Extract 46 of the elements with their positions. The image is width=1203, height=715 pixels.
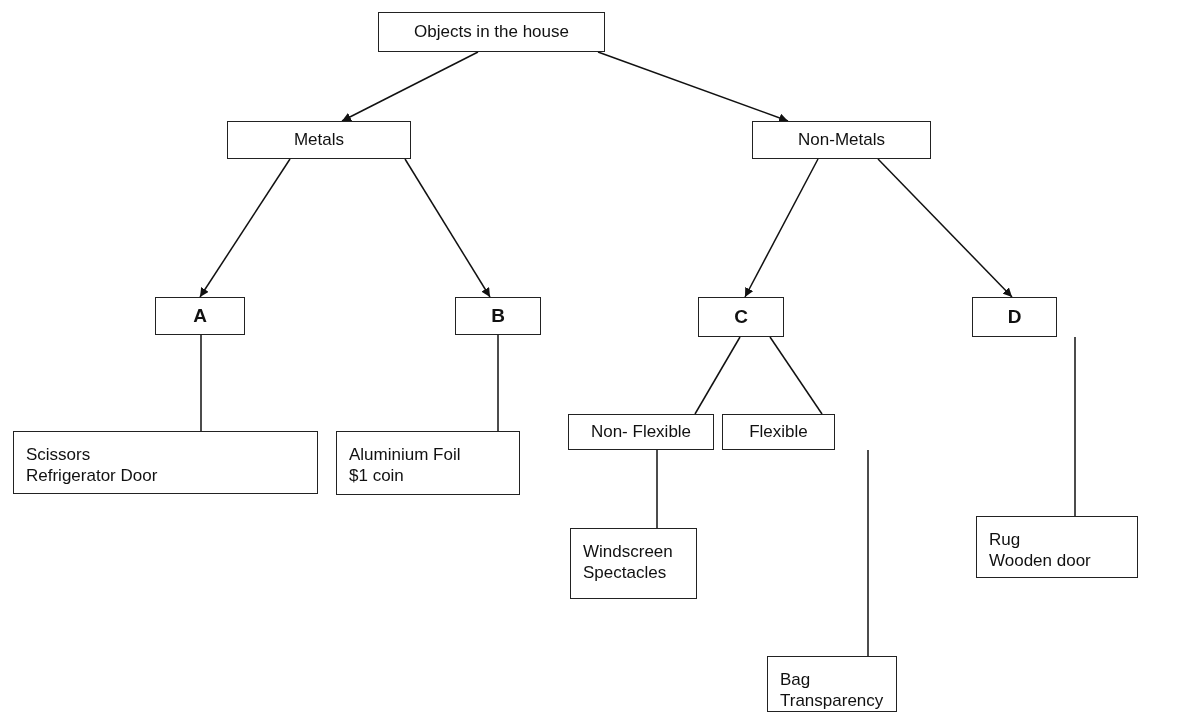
item-list-box: [336, 431, 520, 495]
item-label: Refrigerator Door: [26, 465, 158, 487]
category-letter: A: [193, 304, 207, 328]
category-letter: C: [734, 305, 748, 329]
category-label: Objects in the house: [414, 21, 569, 43]
category-box: [698, 297, 784, 337]
category-label: Metals: [293, 129, 345, 151]
connector-line: [694, 336, 741, 415]
arrow: [341, 51, 479, 122]
item-list-box: [570, 528, 697, 599]
connector-line: [1074, 336, 1076, 517]
category-box: [227, 121, 411, 159]
category-box: [752, 121, 931, 159]
category-box: [568, 414, 714, 450]
item-list-box: [976, 516, 1138, 578]
category-box: [378, 12, 605, 52]
arrow: [597, 51, 789, 123]
connector-line: [656, 449, 658, 529]
item-list-box: [767, 656, 897, 712]
item-list-box: [13, 431, 318, 494]
connector-line: [867, 449, 869, 657]
item-label: $1 coin: [349, 465, 404, 487]
item-label: Bag: [780, 669, 811, 691]
item-label: Aluminium Foil: [349, 444, 461, 466]
arrow: [744, 158, 819, 298]
category-box: [155, 297, 245, 335]
category-box: [972, 297, 1057, 337]
connector-line: [769, 336, 823, 415]
category-label: Non- Flexible: [590, 421, 692, 443]
item-label: Transparency: [780, 690, 884, 712]
arrow: [404, 158, 491, 298]
item-label: Rug: [989, 529, 1021, 551]
item-label: Scissors: [26, 444, 91, 466]
category-label: Non-Metals: [798, 129, 885, 151]
category-letter: B: [491, 304, 505, 328]
connector-line: [497, 334, 499, 432]
item-label: Wooden door: [989, 550, 1091, 572]
item-label: Spectacles: [583, 562, 667, 584]
arrow: [199, 158, 291, 298]
category-letter: D: [1007, 305, 1022, 329]
category-box: [455, 297, 541, 335]
connector-line: [200, 334, 202, 432]
arrow: [877, 158, 1013, 298]
item-label: Windscreen: [583, 541, 673, 563]
category-box: [722, 414, 835, 450]
category-label: Flexible: [749, 421, 808, 443]
